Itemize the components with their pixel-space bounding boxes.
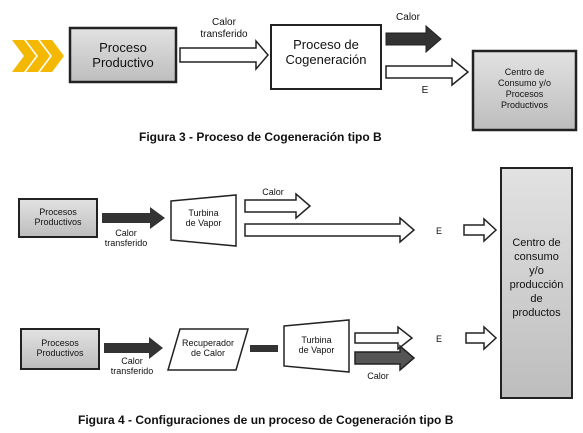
start-chevrons-icon <box>12 40 64 72</box>
fig4-top-e-arrow-long <box>244 216 416 244</box>
fig4-bottom-calor-transferido-arrow <box>104 337 163 359</box>
fig3-calor-label: Calor <box>396 12 420 23</box>
fig3-cogeneracion-box <box>270 24 382 90</box>
fig4-top-calor-arrow <box>244 192 312 220</box>
fig4-bottom-e-arrow-short <box>465 325 498 351</box>
fig3-calor-transferido-arrow <box>179 38 269 72</box>
fig3-calor-arrow <box>385 24 442 54</box>
fig4-bottom-calor-arrow <box>354 344 416 372</box>
fig4-caption: Figura 4 - Configuraciones de un proceso… <box>78 413 454 427</box>
fig4-bottom-turbina-shape <box>283 319 350 373</box>
fig3-e-label: E <box>421 85 429 96</box>
fig4-top-calor-transferido-arrow <box>102 207 165 229</box>
fig4-bottom-procesos-box <box>20 328 100 370</box>
fig4-top-e-arrow-short <box>463 217 498 243</box>
fig4-top-calor-label: Calor <box>262 187 284 197</box>
fig3-centro-consumo-box <box>471 49 578 132</box>
fig4-top-procesos-box <box>18 198 98 238</box>
fig4-top-e-label: E <box>435 226 442 236</box>
fig3-caption: Figura 3 - Proceso de Cogeneración tipo … <box>139 130 382 144</box>
fig4-centro-consumo-box <box>500 167 573 399</box>
fig3-proceso-productivo-box <box>68 26 178 84</box>
fig4-bottom-e-label: E <box>435 334 442 344</box>
fig4-bottom-calor-label: Calor <box>367 371 389 381</box>
fig4-connector-bar <box>250 345 278 352</box>
fig4-top-turbina-shape <box>170 194 237 247</box>
fig4-bottom-e-arrow <box>354 325 414 351</box>
fig3-e-arrow <box>385 57 470 87</box>
fig4-recuperador-shape <box>166 328 250 371</box>
